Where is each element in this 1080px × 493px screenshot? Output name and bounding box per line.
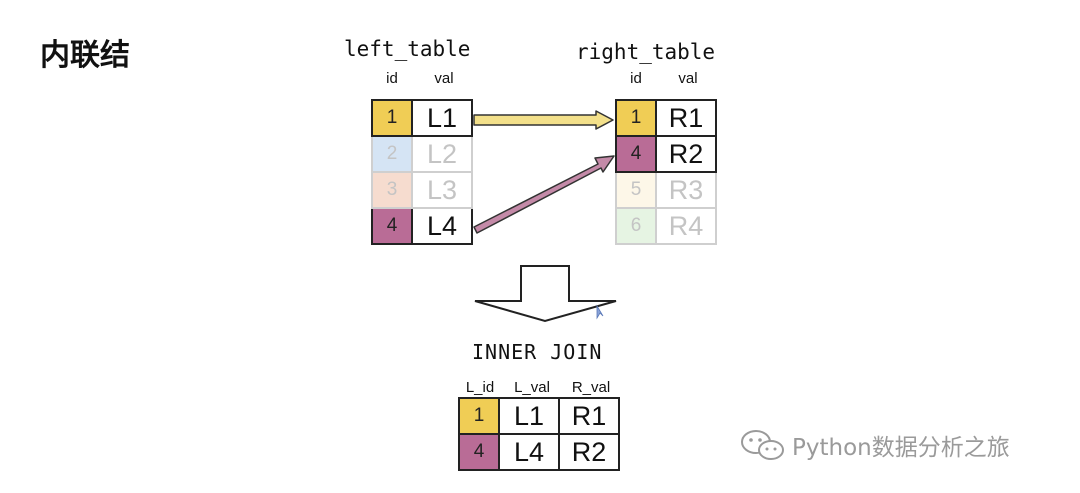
left-header-id: id [386,70,398,87]
table-row: 1 L1 R1 [458,397,620,435]
left-val-cell: L4 [411,207,473,245]
left-id-cell: 4 [371,207,413,245]
join-header-lval: L_val [514,379,550,396]
match-arrow-4 [473,155,615,234]
down-arrow-icon [474,265,617,323]
right-table-name: right_table [576,40,716,64]
result-rval-cell: R2 [558,433,620,471]
right-header-val: val [678,70,698,87]
join-header-rval: R_val [571,379,611,396]
join-label: INNER JOIN [472,340,603,364]
right-val-cell: R2 [655,135,717,173]
table-row: 4 R2 [615,135,717,173]
page-title: 内联结 [40,38,130,73]
watermark-text: Python数据分析之旅 [792,435,1010,461]
table-row: 5 R3 [615,171,717,209]
table-row: 3 L3 [371,171,473,209]
left-id-cell: 3 [371,171,413,209]
right-header-id: id [630,70,642,87]
left-id-cell: 2 [371,135,413,173]
cursor-icon [596,304,604,320]
table-row: 1 L1 [371,99,473,137]
wechat-icon [741,430,784,460]
left-table: 1 L1 2 L2 3 L3 4 L4 [371,99,473,245]
left-id-cell: 1 [371,99,413,137]
table-row: 2 L2 [371,135,473,173]
table-row: 6 R4 [615,207,717,245]
match-arrow-1 [473,110,614,130]
result-id-cell: 1 [458,397,500,435]
result-lval-cell: L1 [498,397,560,435]
table-row: 1 R1 [615,99,717,137]
right-val-cell: R1 [655,99,717,137]
left-table-name: left_table [344,37,471,61]
left-val-cell: L3 [411,171,473,209]
result-lval-cell: L4 [498,433,560,471]
watermark: Python数据分析之旅 [740,428,1010,462]
right-val-cell: R4 [655,207,717,245]
right-id-cell: 5 [615,171,657,209]
left-header-val: val [434,70,454,87]
right-val-cell: R3 [655,171,717,209]
right-id-cell: 6 [615,207,657,245]
result-id-cell: 4 [458,433,500,471]
right-id-cell: 1 [615,99,657,137]
table-row: 4 L4 R2 [458,433,620,471]
table-row: 4 L4 [371,207,473,245]
right-table: 1 R1 4 R2 5 R3 6 R4 [615,99,717,245]
left-val-cell: L1 [411,99,473,137]
result-rval-cell: R1 [558,397,620,435]
left-val-cell: L2 [411,135,473,173]
join-header-lid: L_id [465,379,495,396]
result-table: 1 L1 R1 4 L4 R2 [458,397,620,471]
right-id-cell: 4 [615,135,657,173]
